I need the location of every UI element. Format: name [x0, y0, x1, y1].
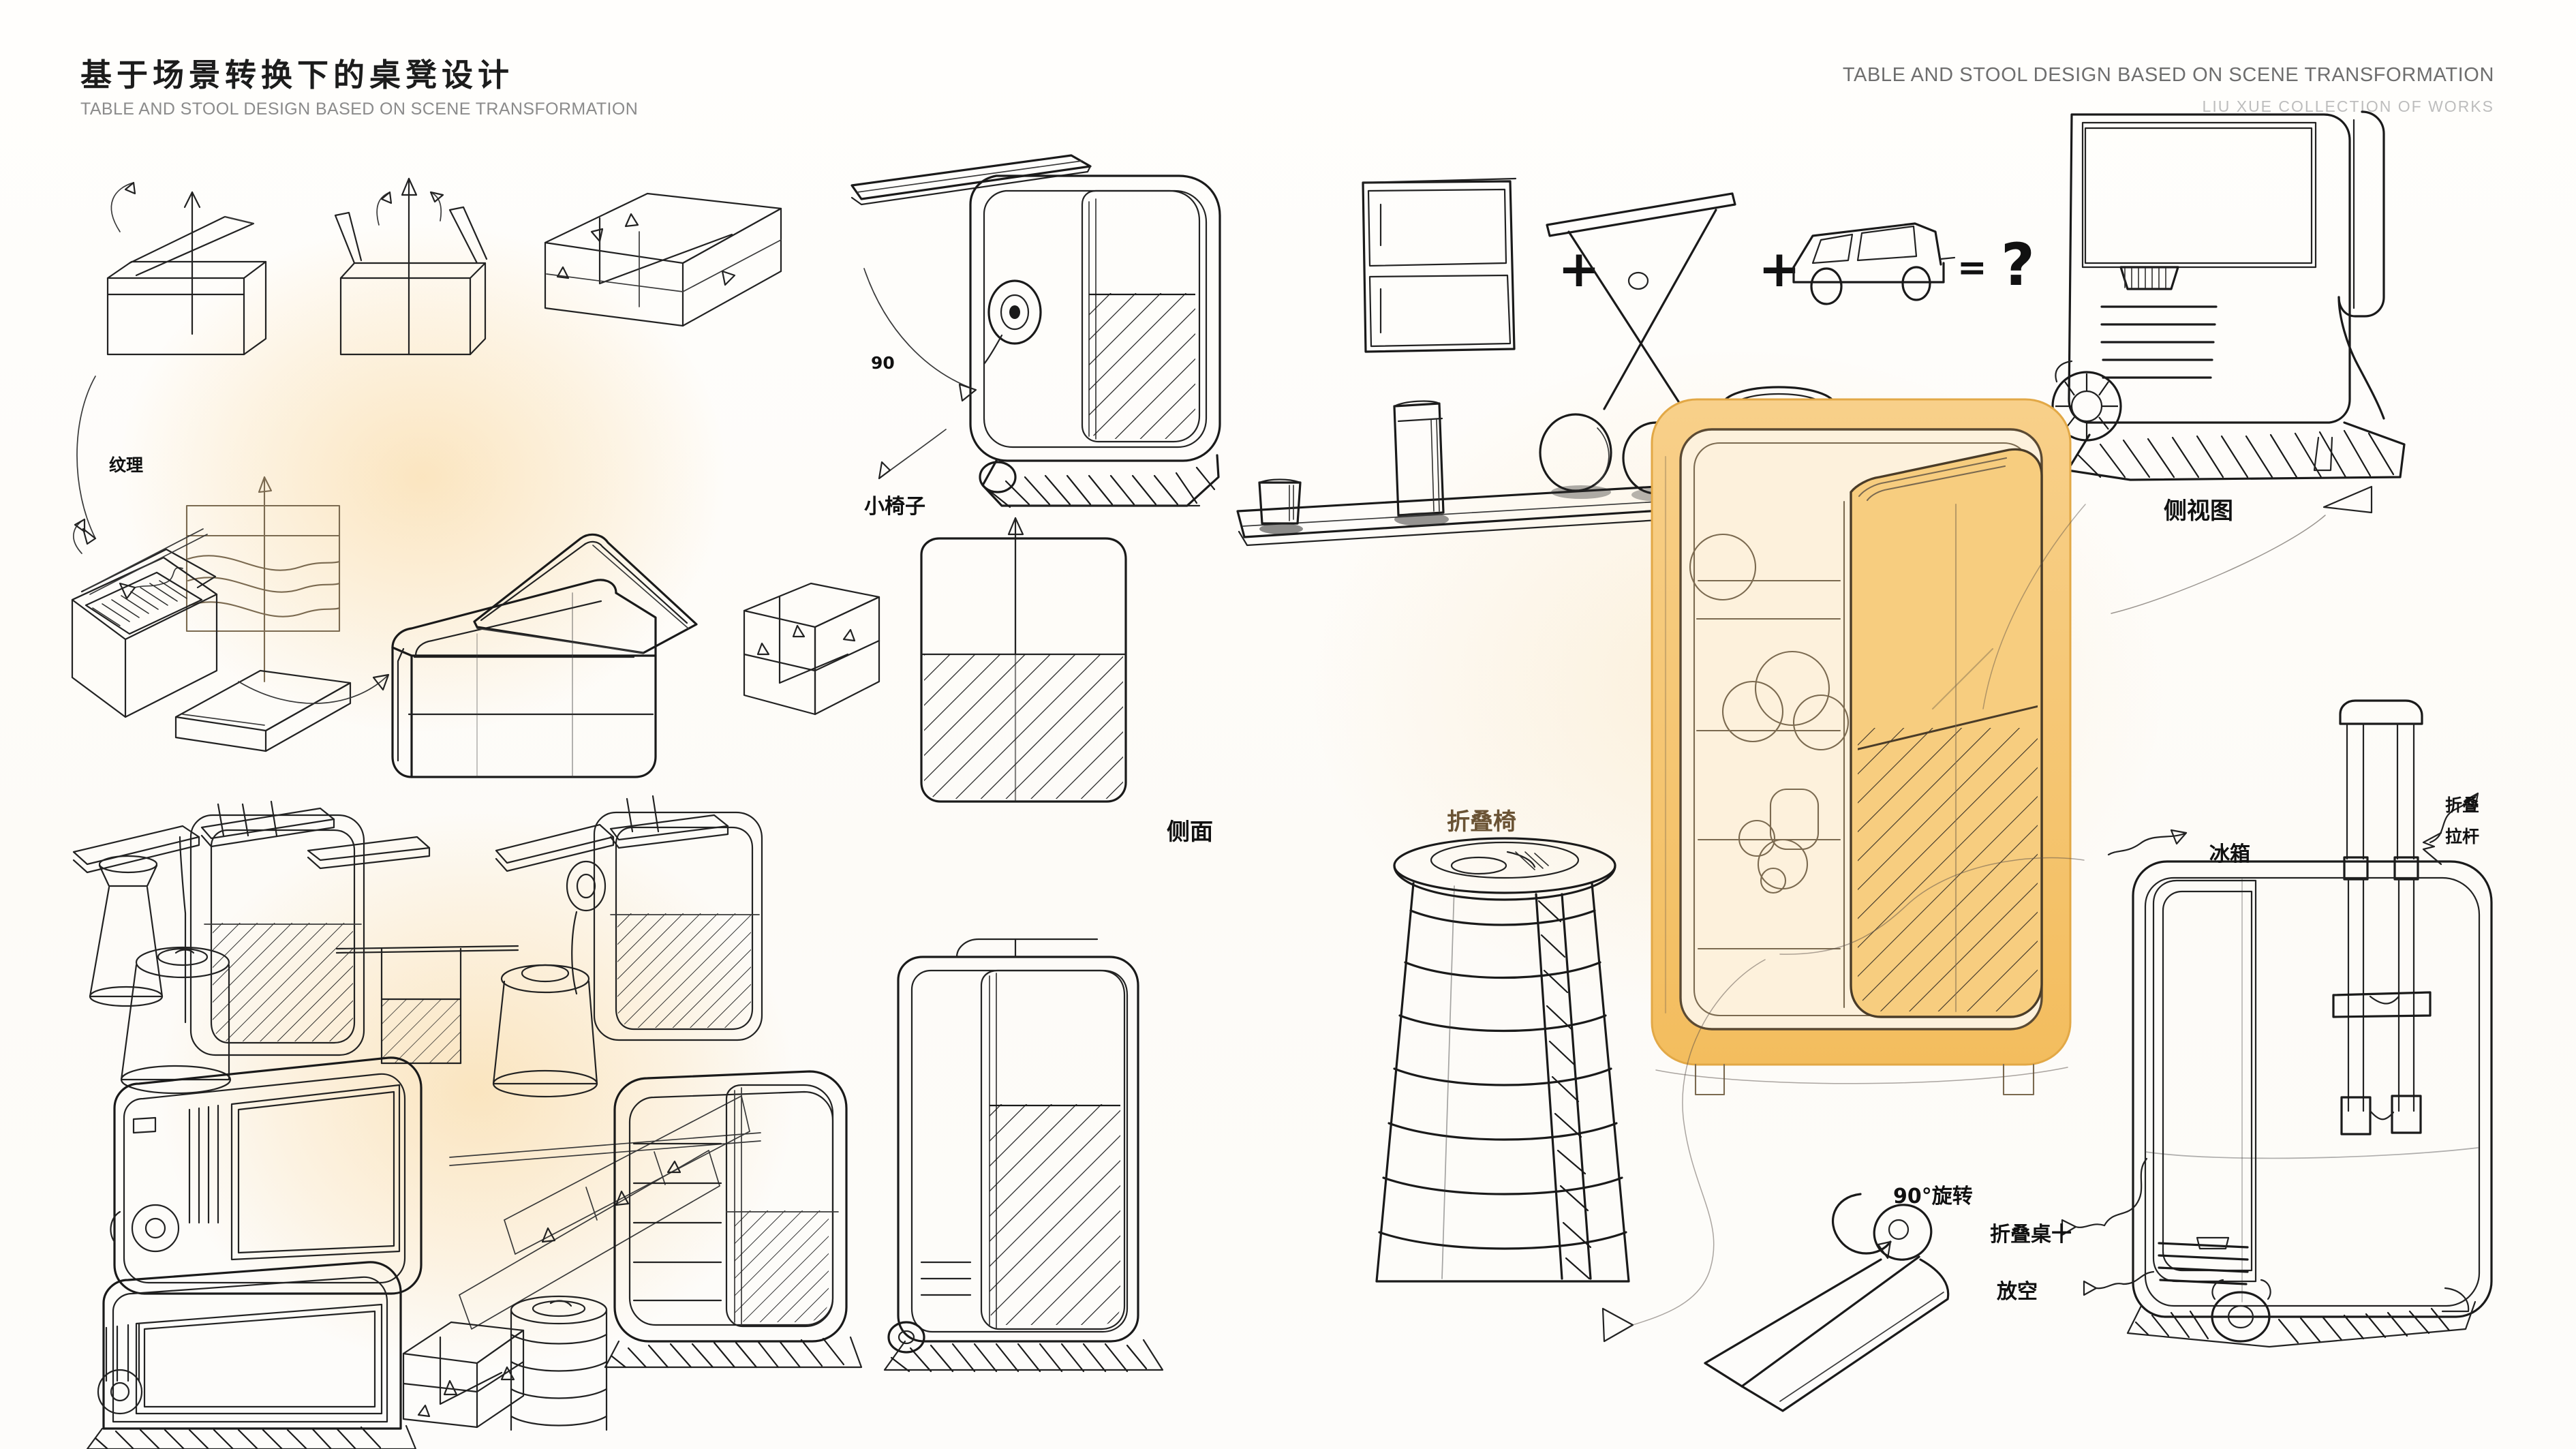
- sketch-fridge-perspective: [850, 154, 1221, 656]
- hero-shelves: [1696, 579, 1841, 950]
- page-title-en: TABLE AND STOOL DESIGN BASED ON SCENE TR…: [80, 99, 639, 119]
- folding-stool-sketch: [1375, 837, 1630, 1283]
- ann-small-chair: 小椅子: [864, 495, 925, 519]
- hero-interior: [1679, 428, 2043, 1031]
- side-view-sketch: [2051, 110, 2406, 614]
- header-right-subtitle: LIU XUE COLLECTION OF WORKS: [2202, 97, 2494, 115]
- counter-fruit-2: [1622, 421, 1690, 502]
- hero-body-fill: [1651, 398, 2072, 1066]
- sketch-cube-four-square: [743, 582, 880, 716]
- ann-pull-handle2: 拉杆: [2445, 827, 2480, 846]
- ann-rotate-90: 90: [871, 353, 895, 373]
- luggage-vents: [2158, 1242, 2249, 1285]
- variant-small-table: [335, 945, 519, 1065]
- eq-result-question: ?: [2001, 231, 2035, 299]
- ann-pull-handle: 折叠: [2445, 795, 2480, 815]
- variant-unit-left: [72, 800, 431, 1095]
- sketch-ortho-box-bottom: [883, 938, 1164, 1373]
- eq-operator-plus-1: +: [1558, 240, 1600, 299]
- ann-stow-away: 放空: [1997, 1280, 2038, 1304]
- eq-icon-fridge: [1362, 177, 1517, 353]
- ann-folding-table: 折叠桌十: [1990, 1223, 2072, 1247]
- sketch-texture-study: [76, 376, 341, 683]
- sketch-open-box-small: [71, 518, 218, 718]
- header-right: TABLE AND STOOL DESIGN BASED ON SCENE TR…: [1843, 64, 2494, 116]
- sketch-cooler-open-lid: [391, 533, 698, 778]
- counter-fruit-1: [1539, 413, 1612, 499]
- variant-unit-right: [492, 795, 763, 1098]
- header-right-title: TABLE AND STOOL DESIGN BASED ON SCENE TR…: [1842, 64, 2494, 86]
- counter-can: [1393, 400, 1449, 526]
- variant-wide-unit-mid: [110, 1056, 423, 1295]
- connector-flow-arrow: [1601, 1307, 1634, 1343]
- ann-side-view: 侧视图: [2164, 498, 2233, 525]
- side-view-wheel: [2051, 360, 2122, 442]
- variant-shelves-right: [632, 1142, 722, 1302]
- ann-texture: 纹理: [109, 455, 144, 475]
- vent-lines-side-view: [2100, 305, 2218, 379]
- eq-operator-equals: =: [1957, 247, 1987, 288]
- sketch-iso-block: [544, 192, 782, 327]
- connector-fridge-label: [1779, 857, 2085, 955]
- sketch-box-lid-left: [106, 181, 267, 356]
- stool-ribs: [1378, 909, 1627, 1250]
- page-title-cn: 基于场景转换下的桌凳设计: [80, 57, 514, 93]
- ann-side-face: 侧面: [1167, 819, 1213, 846]
- ideation-sketches-top-left: [71, 177, 880, 778]
- counter-and-items: [1236, 386, 1836, 547]
- hero-orange-fridge: [1651, 398, 2072, 1096]
- counter-cup: [1258, 478, 1303, 534]
- eq-icon-table: [1546, 192, 1736, 410]
- variant-cube-and-discs: [402, 1295, 608, 1431]
- ann-fridge: 冰箱: [2209, 842, 2250, 866]
- ann-rotate-90deg: 90°旋转: [1893, 1185, 1973, 1208]
- counter-bowl: [1721, 386, 1836, 473]
- luggage-wheels: [2211, 1279, 2470, 1343]
- variant-wide-unit-bottom: [86, 1261, 417, 1449]
- header-left: 基于场景转换下的桌凳设计 TABLE AND STOOL DESIGN BASE…: [80, 57, 639, 119]
- ann-folding-chair: 折叠椅: [1447, 808, 1516, 836]
- pull-handle-marker: [2422, 832, 2442, 866]
- hero-item-fruits: [1721, 650, 1850, 751]
- hero-item-round-1: [1689, 533, 1757, 601]
- variant-sketches-bottom-left: [72, 795, 863, 1449]
- variant-vents-1: [188, 1104, 219, 1224]
- hero-door: [1850, 448, 2043, 1018]
- sketch-flat-tray: [174, 669, 352, 752]
- variant-tall-unit-right: [604, 1070, 863, 1369]
- variant-exploded-panels: [449, 1095, 761, 1330]
- disc-stack-rings: [510, 1333, 608, 1427]
- connector-flow-down: [1632, 959, 1766, 1326]
- sketch-orthographic-front: [920, 537, 1127, 803]
- variant-vents-2: [105, 1322, 140, 1382]
- arrow-ideation-to-cooler: [238, 674, 389, 704]
- eq-icon-van: [1792, 222, 1956, 305]
- hero-item-bottles: [1738, 788, 1820, 894]
- vent-lines-bottom-box: [920, 1261, 972, 1296]
- sketch-box-dual-lid: [334, 177, 488, 356]
- connector-hero-sideview: [1982, 504, 2086, 710]
- luggage-mode-sketch: [2107, 699, 2493, 1348]
- eq-operator-plus-2: +: [1758, 240, 1800, 299]
- concept-equation-sketches: + + = ?: [1362, 177, 2035, 410]
